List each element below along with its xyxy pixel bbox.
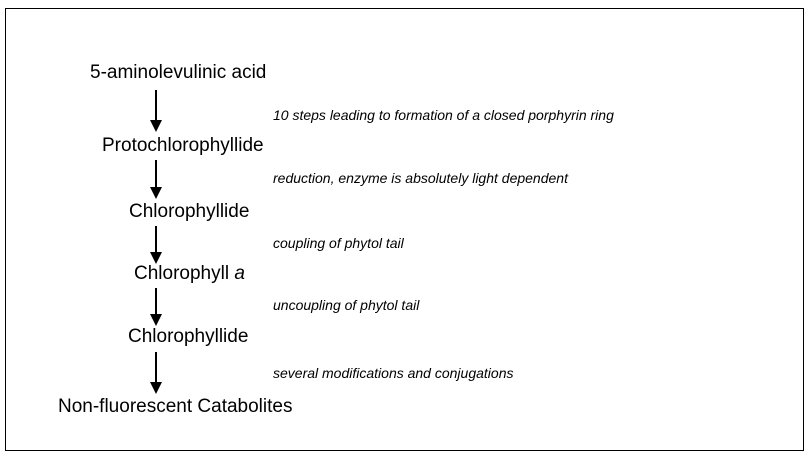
compound-non-fluorescent-catabolites: Non-fluorescent Catabolites xyxy=(58,396,293,417)
compound-chlorophyll-a-suffix: a xyxy=(234,263,245,284)
arrow-head-1 xyxy=(150,120,162,132)
arrow-head-4 xyxy=(150,314,162,326)
step-label-modifications: several modifications and conjugations xyxy=(273,365,514,381)
step-label-porphyrin-formation: 10 steps leading to formation of a close… xyxy=(273,107,614,123)
step-label-phytol-uncoupling: uncoupling of phytol tail xyxy=(273,297,420,313)
compound-chlorophyllide-1: Chlorophyllide xyxy=(129,201,250,222)
step-label-light-dependent-reduction: reduction, enzyme is absolutely light de… xyxy=(273,170,568,186)
arrow-head-5 xyxy=(150,382,162,394)
step-label-phytol-coupling: coupling of phytol tail xyxy=(273,235,404,251)
arrow-head-3 xyxy=(150,252,162,264)
diagram-frame xyxy=(5,8,804,451)
compound-protochlorophyllide: Protochlorophyllide xyxy=(102,135,264,156)
compound-chlorophyll-a-name: Chlorophyll xyxy=(134,263,235,284)
compound-chlorophyllide-2: Chlorophyllide xyxy=(128,326,249,347)
compound-aminolevulinic-acid: 5-aminolevulinic acid xyxy=(90,62,267,83)
compound-chlorophyll-a: Chlorophyll a xyxy=(134,263,245,285)
arrow-head-2 xyxy=(150,187,162,199)
